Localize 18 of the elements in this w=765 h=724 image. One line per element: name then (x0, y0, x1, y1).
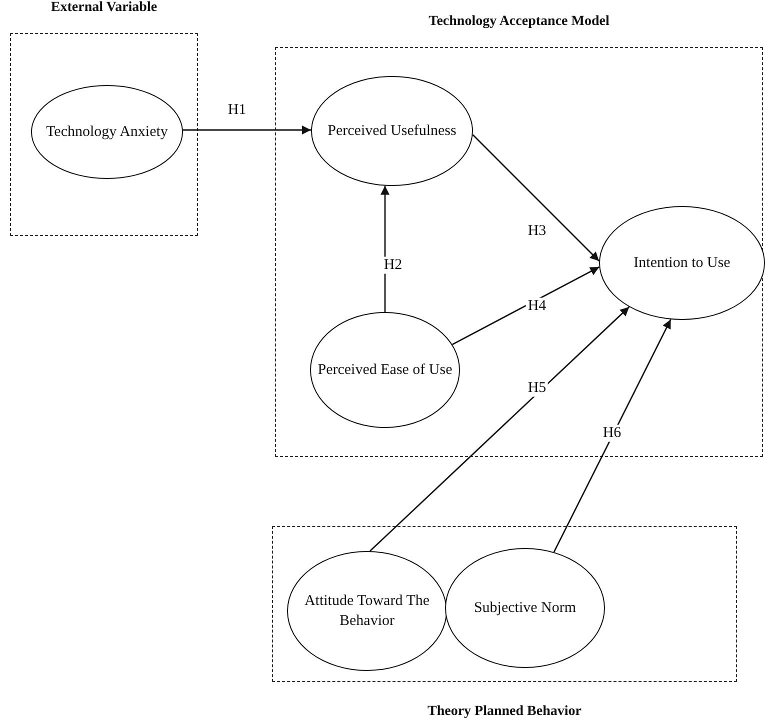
edge-label: H5 (526, 380, 548, 396)
arrow (472, 134, 600, 262)
edge-label: H6 (600, 424, 624, 442)
arrow (452, 266, 600, 346)
construct-ellipse: Perceived Ease of Use (310, 312, 460, 428)
group-heading: Technology Acceptance Model (428, 14, 610, 30)
construct-ellipse: Technology Anxiety (31, 85, 183, 179)
edge-label: H2 (382, 256, 404, 274)
construct-ellipse: Subjective Norm (445, 548, 605, 668)
group-heading: Theory Planned Behavior (427, 704, 582, 720)
construct-ellipse: Intention to Use (599, 206, 765, 320)
construct-ellipse: Perceived Usefulness (311, 76, 473, 186)
arrow (370, 306, 630, 552)
construct-ellipse: Attitude Toward The Behavior (287, 551, 447, 671)
arrow (182, 126, 312, 134)
arrow (380, 186, 390, 312)
arrow (553, 319, 672, 552)
group-heading: External Variable (50, 0, 158, 16)
